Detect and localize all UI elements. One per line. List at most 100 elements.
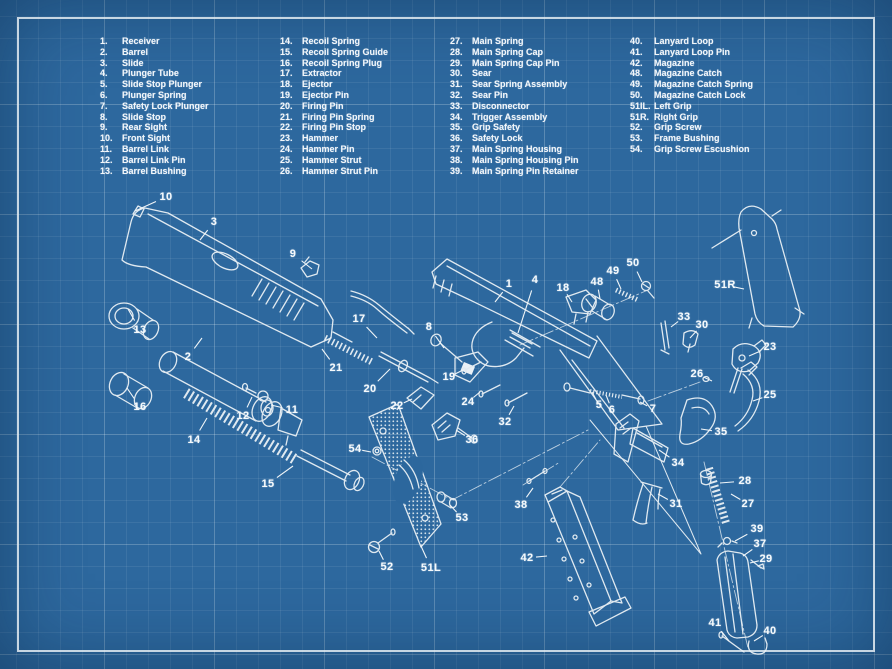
parts-list-item: 51R.Right Grip bbox=[630, 112, 810, 123]
leader-line-19 bbox=[455, 370, 463, 374]
leader-line-49 bbox=[617, 279, 621, 289]
part-ejector bbox=[566, 290, 596, 324]
callout-label-22: 22 bbox=[390, 400, 404, 412]
callout-label-28: 28 bbox=[738, 475, 752, 487]
callout-label-49: 49 bbox=[606, 265, 620, 277]
part-number: 32. bbox=[450, 89, 463, 100]
part-front-sight bbox=[133, 206, 144, 217]
part-number: 36. bbox=[450, 133, 463, 144]
leader-line-15 bbox=[277, 466, 293, 478]
callout-label-20: 20 bbox=[363, 383, 377, 395]
part-firing-pin-stop bbox=[407, 387, 434, 409]
part-name: Grip Screw bbox=[654, 122, 702, 133]
callout-label-23: 23 bbox=[763, 341, 777, 353]
part-name: Recoil Spring Plug bbox=[302, 57, 383, 68]
leader-line-8 bbox=[435, 336, 444, 348]
leader-line-54 bbox=[362, 450, 371, 452]
part-name: Rear Sight bbox=[122, 122, 168, 133]
parts-list-item: 15.Recoil Spring Guide bbox=[280, 47, 450, 58]
leader-line-30 bbox=[690, 331, 697, 338]
parts-list-item: 53.Frame Bushing bbox=[630, 133, 810, 144]
part-number: 54. bbox=[630, 143, 643, 154]
leader-line-21 bbox=[322, 349, 330, 359]
part-extractor bbox=[351, 291, 414, 334]
parts-list-item: 8.Slide Stop bbox=[100, 112, 280, 123]
callout-label-42: 42 bbox=[520, 552, 534, 564]
leader-line-11 bbox=[271, 405, 283, 408]
parts-list-item: 17.Extractor bbox=[280, 68, 450, 79]
callout-label-17: 17 bbox=[352, 313, 366, 325]
callout-label-16: 16 bbox=[133, 401, 147, 413]
part-name: Main Spring bbox=[472, 36, 524, 46]
part-name: Firing Pin Stop bbox=[302, 122, 366, 133]
parts-list-item: 10.Front Sight bbox=[100, 133, 280, 144]
part-number: 31. bbox=[450, 79, 463, 90]
part-hammer bbox=[703, 340, 766, 393]
part-trigger-bow bbox=[735, 362, 760, 431]
parts-list-item: 11.Barrel Link bbox=[100, 144, 280, 155]
part-number: 6. bbox=[100, 89, 108, 100]
parts-list-item: 9.Rear Sight bbox=[100, 122, 280, 133]
part-safety-lock bbox=[432, 413, 477, 443]
part-name: Ejector bbox=[302, 79, 333, 90]
part-name: Magazine Catch Spring bbox=[654, 79, 754, 90]
callout-label-10: 10 bbox=[159, 191, 173, 203]
parts-list-item: 36.Safety Lock bbox=[450, 133, 630, 144]
part-left-grip bbox=[369, 404, 441, 547]
part-name: Lanyard Loop bbox=[654, 36, 714, 46]
part-grip-screw-escutcheon bbox=[373, 447, 381, 455]
part-name: Plunger Spring bbox=[122, 89, 187, 100]
callout-label-4: 4 bbox=[531, 274, 539, 286]
part-grip-safety bbox=[680, 398, 716, 444]
leader-line-29 bbox=[750, 561, 759, 563]
part-name: Disconnector bbox=[472, 100, 530, 111]
leader-line-26 bbox=[704, 377, 712, 381]
part-name: Recoil Spring bbox=[302, 36, 361, 46]
callout-label-53: 53 bbox=[455, 512, 469, 524]
parts-list-item: 28.Main Spring Cap bbox=[450, 47, 630, 58]
part-sear-spring bbox=[633, 482, 662, 524]
parts-list-item: 33. Disconnector bbox=[450, 101, 630, 112]
parts-list-item: 31. Sear Spring Assembly bbox=[450, 79, 630, 90]
leader-line-36 bbox=[456, 430, 465, 436]
part-name: Frame Bushing bbox=[654, 133, 720, 144]
part-main-spring-housing bbox=[717, 551, 767, 654]
leader-line-50 bbox=[637, 272, 642, 282]
part-hammer-strut bbox=[730, 368, 742, 393]
part-name: Hammer Strut bbox=[302, 154, 362, 165]
parts-list-item: 26.Hammer Strut Pin bbox=[280, 166, 450, 177]
callout-label-27: 27 bbox=[741, 498, 755, 510]
part-number: 51R. bbox=[630, 111, 650, 122]
part-number: 23. bbox=[280, 133, 293, 144]
part-name: Barrel Link Pin bbox=[122, 154, 186, 165]
leader-line-42 bbox=[536, 556, 547, 557]
part-number: 33. bbox=[450, 100, 463, 111]
parts-list-item: 16. Recoil Spring Plug bbox=[280, 58, 450, 69]
part-number: 16. bbox=[280, 57, 293, 68]
leader-line-23 bbox=[749, 351, 761, 356]
part-name: Hammer Strut Pin bbox=[302, 165, 379, 176]
parts-list-item: 2.Barrel bbox=[100, 47, 280, 58]
parts-list-item: 14.Recoil Spring bbox=[280, 36, 450, 47]
parts-list-item: 38.Main Spring Housing Pin bbox=[450, 155, 630, 166]
parts-list-item: 39.Main Spring Pin Retainer bbox=[450, 166, 630, 177]
part-name: Main Spring Cap Pin bbox=[472, 57, 560, 68]
part-name: Sear Spring Assembly bbox=[472, 79, 568, 90]
part-name: Barrel bbox=[122, 46, 149, 57]
part-name: Left Grip bbox=[654, 100, 692, 111]
callout-label-24: 24 bbox=[461, 396, 475, 408]
part-name: Recoil Spring Guide bbox=[302, 46, 389, 57]
part-number: 22. bbox=[280, 122, 293, 133]
part-number: 35. bbox=[450, 122, 463, 133]
parts-list-item: 6. Plunger Spring bbox=[100, 90, 280, 101]
part-name: Hammer Pin bbox=[302, 143, 355, 154]
parts-list-item: 52.Grip Screw bbox=[630, 122, 810, 133]
part-name: Front Sight bbox=[122, 133, 170, 144]
callout-label-51L: 51L bbox=[420, 562, 442, 574]
parts-list-item: 5.Slide Stop Plunger bbox=[100, 79, 280, 90]
callout-label-11: 11 bbox=[285, 404, 299, 416]
part-number: 19. bbox=[280, 89, 293, 100]
part-sear-pin bbox=[508, 393, 527, 403]
